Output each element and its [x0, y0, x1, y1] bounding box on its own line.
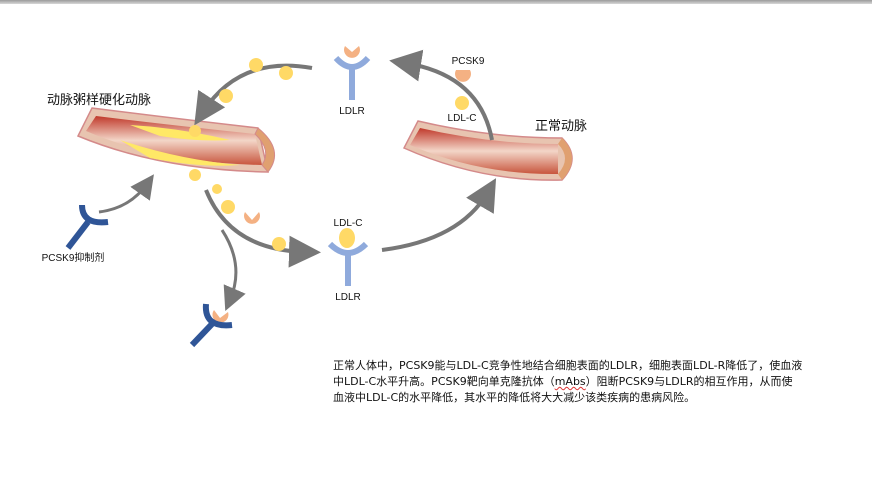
- atherosclerotic-artery: [76, 107, 276, 173]
- description-mabs: mAbs: [554, 375, 586, 388]
- pcsk9-inhibitor-label: PCSK9抑制剂: [42, 251, 105, 264]
- description-part2: ）阻断PCSK9与LDLR的相互作用，从而使血液中LDL-C的水平降低，其水平的…: [333, 375, 793, 404]
- pcsk9-inhibitor-antibody: [65, 204, 109, 250]
- ldlr-label-top: LDLR: [339, 106, 365, 117]
- ldlr-receptor-top: [333, 55, 371, 100]
- ldlr-receptor-bottom: [327, 241, 369, 286]
- ldl-c-particles: [189, 58, 469, 251]
- ldl-c-bound: [339, 228, 355, 248]
- arrow-plaque-to-ldlr: [204, 189, 321, 268]
- inhibitor-bound-pcsk9: [189, 303, 233, 348]
- arrow-pcsk9-to-inhibitor: [220, 229, 246, 312]
- description-part1: 正常人体中，PCSK9能与LDL-C竞争性地结合细胞表面的LDLR，细胞表面LD…: [333, 359, 803, 388]
- normal-artery: [402, 120, 573, 181]
- description-text: 正常人体中，PCSK9能与LDL-C竞争性地结合细胞表面的LDLR，细胞表面LD…: [333, 358, 803, 406]
- arrow-normal-to-ldlr: [389, 49, 494, 141]
- ldlr-label-bottom: LDLR: [335, 292, 361, 303]
- window-top-bar: [0, 0, 872, 4]
- pcsk9-molecules: [212, 46, 471, 323]
- arrow-inhibitor-to-plaque: [98, 174, 154, 214]
- arrow-ldlr-to-normal: [381, 178, 497, 252]
- atherosclerotic-artery-label: 动脉粥样硬化动脉: [47, 92, 151, 107]
- arrow-ldlr-to-plaque: [194, 63, 313, 126]
- pcsk9-label: PCSK9: [452, 56, 485, 67]
- ldl-c-label-right: LDL-C: [448, 113, 477, 124]
- normal-artery-label: 正常动脉: [535, 118, 587, 133]
- ldl-c-label-bottom: LDL-C: [334, 218, 363, 229]
